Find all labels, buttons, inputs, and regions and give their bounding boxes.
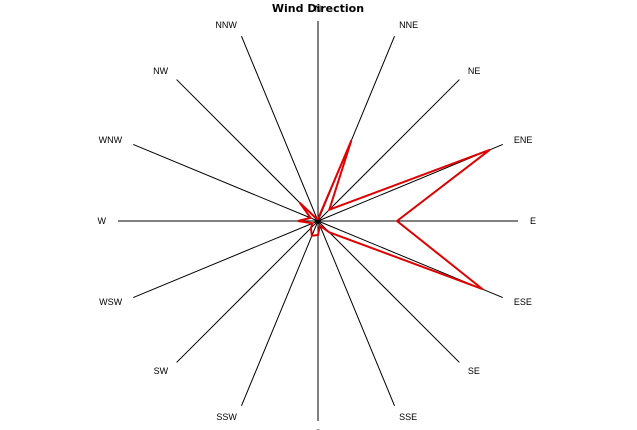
direction-label-wsw: WSW — [99, 297, 122, 307]
spoke-se — [317, 220, 460, 363]
direction-label-nnw: NNW — [215, 20, 237, 30]
spoke-ssw — [241, 220, 319, 406]
data-point-sse — [319, 224, 321, 227]
direction-spokes — [118, 21, 518, 421]
data-point-e — [396, 220, 398, 222]
data-point-ne — [328, 208, 331, 211]
direction-label-ese: ESE — [514, 297, 532, 307]
data-point-s — [317, 234, 319, 236]
direction-label-se: SE — [468, 366, 480, 376]
direction-label-wnw: WNW — [99, 135, 123, 145]
direction-label-w: W — [98, 216, 107, 226]
data-point-w — [297, 220, 299, 222]
data-point-nw — [298, 201, 301, 204]
spoke-ne — [317, 79, 460, 222]
direction-label-nw: NW — [153, 66, 168, 76]
direction-labels: N NNE NE ENE E ESE SE SSE S SSW SW WSW W WNW NW NNW — [98, 4, 537, 430]
data-point-ene — [489, 149, 491, 151]
data-point-nne — [350, 139, 353, 142]
direction-label-e: E — [530, 216, 536, 226]
series-line-0 — [297, 140, 491, 291]
spoke-nw — [176, 79, 319, 222]
data-point-se — [328, 231, 331, 234]
data-point-ssw — [311, 235, 313, 237]
direction-label-sse: SSE — [399, 412, 417, 422]
direction-label-ne: NE — [468, 66, 481, 76]
direction-label-n: N — [315, 4, 322, 14]
series-layer — [297, 139, 491, 291]
data-point-nnw — [316, 218, 319, 220]
data-point-wnw — [309, 217, 312, 219]
data-point-ese — [481, 288, 484, 290]
direction-label-s: S — [315, 428, 321, 430]
direction-label-ene: ENE — [514, 135, 533, 145]
direction-label-ssw: SSW — [216, 412, 237, 422]
spoke-wnw — [133, 144, 319, 222]
chart-title: Wind Direction — [272, 2, 364, 15]
spoke-sse — [317, 220, 395, 406]
data-point-wsw — [311, 222, 314, 225]
direction-label-sw: SW — [154, 366, 169, 376]
spoke-nnw — [241, 36, 319, 222]
direction-label-nne: NNE — [399, 20, 418, 30]
spoke-wsw — [133, 220, 319, 298]
spoke-sw — [176, 220, 319, 363]
data-point-sw — [310, 227, 312, 229]
